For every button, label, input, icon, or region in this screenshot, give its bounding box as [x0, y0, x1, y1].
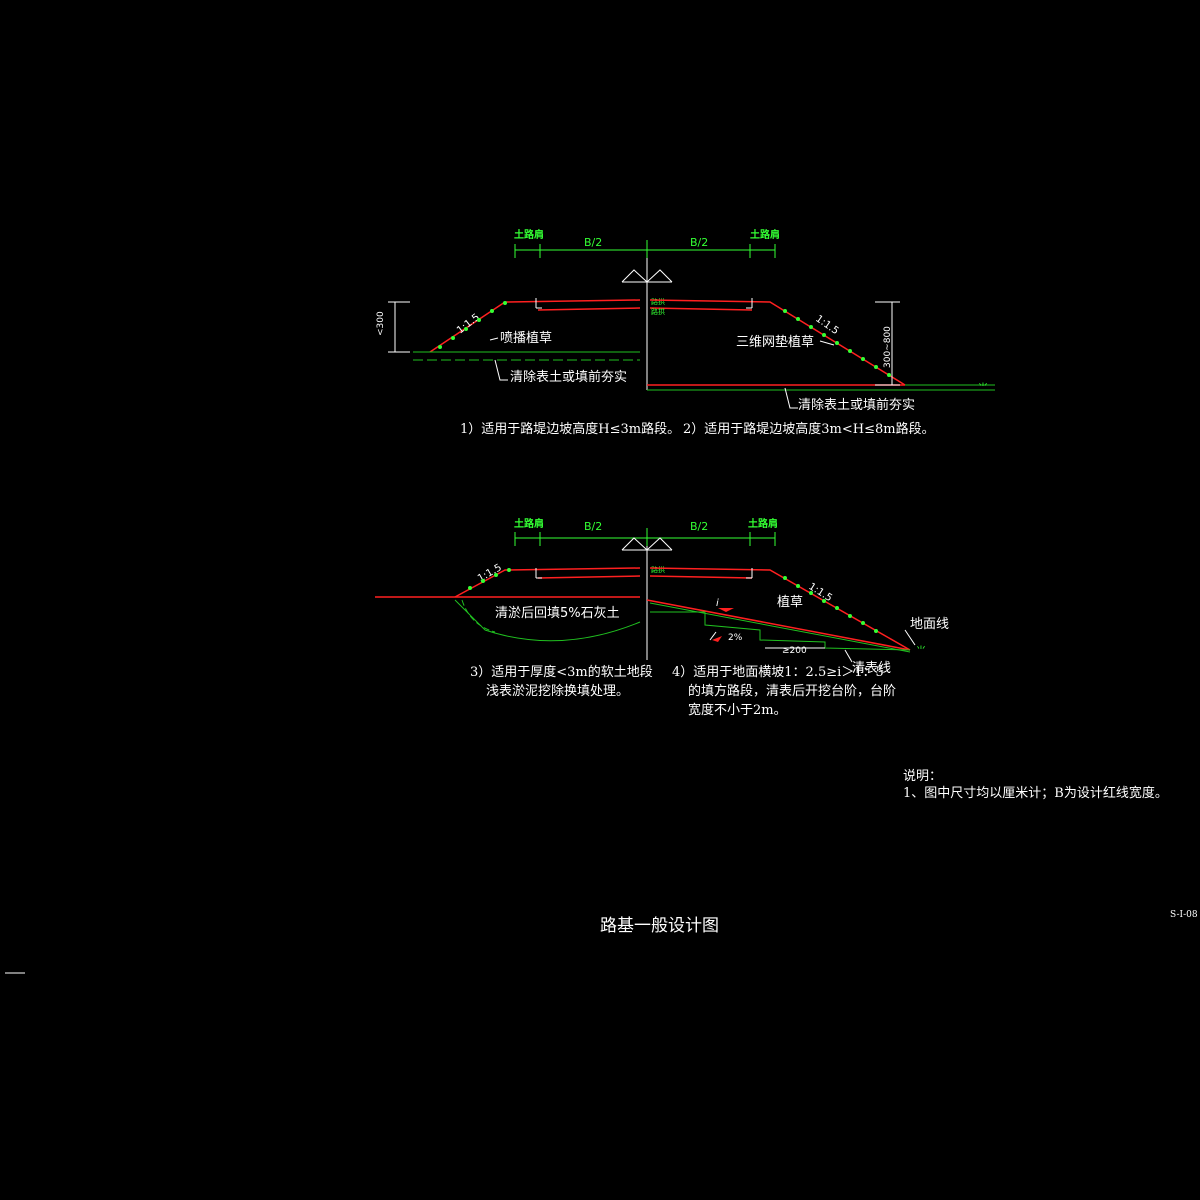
- crown-label-1: 路拱: [651, 297, 665, 306]
- caption-4-line3: 宽度不小于2m。: [688, 702, 787, 718]
- shoulder-label-left-2: 土路肩: [514, 517, 544, 530]
- notes-item-1: 1、图中尺寸均以厘米计；B为设计红线宽度。: [903, 785, 1168, 801]
- centerline-symbol-2: [621, 537, 673, 660]
- caption-3-line2: 浅表淤泥挖除换填处理。: [486, 684, 629, 699]
- drawing-title: 路基一般设计图: [600, 916, 719, 936]
- grass-tuft-right-2: ⺌: [916, 645, 926, 657]
- d4-grass-label: 植草: [777, 595, 803, 610]
- d2-mesh-label: 三维网垫植草: [736, 334, 814, 350]
- d1-clear-label: 清除表土或填前夯实: [510, 369, 627, 385]
- grass-marks-right: [783, 309, 891, 377]
- shoulder-label-right-2: 土路肩: [748, 517, 778, 530]
- crown-label-3: 路拱: [651, 565, 665, 574]
- drawing-number: S-I-08: [1170, 910, 1198, 920]
- notes-heading: 说明：: [903, 769, 942, 784]
- d3-fill-label: 清淤后回填5%石灰土: [495, 606, 620, 621]
- shoulder-label-right: 土路肩: [750, 228, 780, 241]
- crown-label-2: 路拱: [651, 307, 665, 316]
- d1-spray-label: 喷播植草: [500, 331, 552, 346]
- height-dim-left: <300: [376, 311, 386, 336]
- caption-2: 2）适用于路堤边坡高度3m<H≤8m路段。: [683, 421, 935, 437]
- half-width-label-left-2: B/2: [584, 520, 602, 533]
- slope-label-3: 1:1.5: [476, 562, 504, 584]
- centerline-symbol: [621, 258, 673, 300]
- clear-surface-line-label: 清表线: [852, 661, 891, 676]
- grass-tuft-right: ⺌: [978, 382, 988, 394]
- d2-clear-label: 清除表土或填前夯实: [798, 397, 915, 413]
- notes-block: 说明： 1、图中尺寸均以厘米计；B为设计红线宽度。: [903, 769, 1168, 801]
- height-dim-right: 300~800: [883, 326, 893, 368]
- grass-marks-left-2: [468, 568, 511, 590]
- grass-marks-left: [438, 301, 507, 349]
- grass-marks-right-2: [783, 576, 878, 633]
- step-width-label: ≥200: [782, 646, 807, 656]
- slope-label-2: 1:1.5: [813, 313, 840, 337]
- caption-3-line1: 3）适用于厚度<3m的软土地段: [470, 664, 653, 680]
- slope-2pct-label: 2%: [728, 633, 743, 643]
- slope-i-label: i: [716, 598, 719, 609]
- arrow-i: [718, 608, 734, 612]
- bottom-section-diagram: 土路肩 土路肩 B/2 B/2 1:1.5 清淤后回填5%石灰土 路拱: [375, 517, 949, 718]
- half-width-label-right-2: B/2: [690, 520, 708, 533]
- ground-line-label: 地面线: [910, 617, 949, 632]
- slope-label-1: 1:1.5: [455, 312, 482, 336]
- caption-4-line2: 的填方路段，清表后开挖台阶，台阶: [688, 683, 896, 699]
- half-width-label-left: B/2: [584, 236, 602, 249]
- top-section-diagram: 土路肩 土路肩 B/2 B/2 <300 1:1.5 喷播植草 清除表土或填前夯…: [376, 228, 995, 437]
- half-width-label-right: B/2: [690, 236, 708, 249]
- arrow-2pct: [712, 636, 722, 642]
- shoulder-label-left: 土路肩: [514, 228, 544, 241]
- caption-4-line1: 4）适用于地面横坡1：2.5≥i＞1：5: [672, 665, 884, 680]
- caption-1: 1）适用于路堤边坡高度H≤3m路段。: [460, 421, 680, 437]
